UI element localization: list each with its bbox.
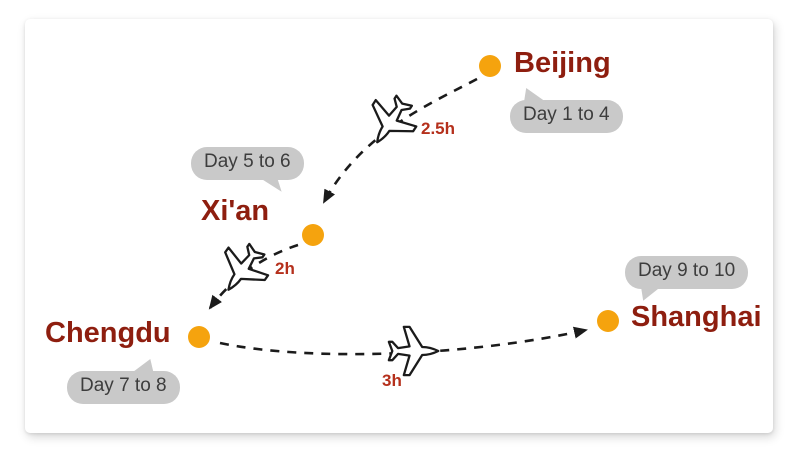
day-badge-chengdu: Day 7 to 8: [67, 359, 180, 404]
day-badge-shanghai-text: Day 9 to 10: [638, 260, 736, 281]
stop-dot-chengdu: [188, 326, 210, 348]
stop-dot-xian: [302, 224, 324, 246]
day-badge-beijing-text: Day 1 to 4: [523, 104, 610, 125]
flight-duration-beijing-xian: 2.5h: [421, 119, 456, 138]
stop-dot-beijing: [479, 55, 501, 77]
day-badge-chengdu-text: Day 7 to 8: [80, 375, 167, 396]
flight-duration-xian-chengdu: 2h: [275, 259, 295, 278]
day-badge-xian: Day 5 to 6: [191, 147, 304, 192]
route-leg-beijing-xian: [322, 77, 478, 204]
day-badge-xian-text: Day 5 to 6: [204, 151, 291, 172]
stop-dot-shanghai: [597, 310, 619, 332]
airplane-icon: [387, 325, 440, 377]
day-badge-shanghai: Day 9 to 10: [625, 256, 749, 301]
day-badge-beijing: Day 1 to 4: [510, 88, 623, 133]
airplane-icon: [207, 234, 278, 305]
city-label-beijing: Beijing: [514, 47, 611, 79]
city-label-xian: Xi'an: [201, 195, 270, 227]
city-label-chengdu: Chengdu: [45, 317, 171, 349]
flight-duration-chengdu-shanghai: 3h: [382, 371, 402, 390]
city-label-shanghai: Shanghai: [631, 301, 762, 333]
airplane-icon: [355, 86, 426, 157]
